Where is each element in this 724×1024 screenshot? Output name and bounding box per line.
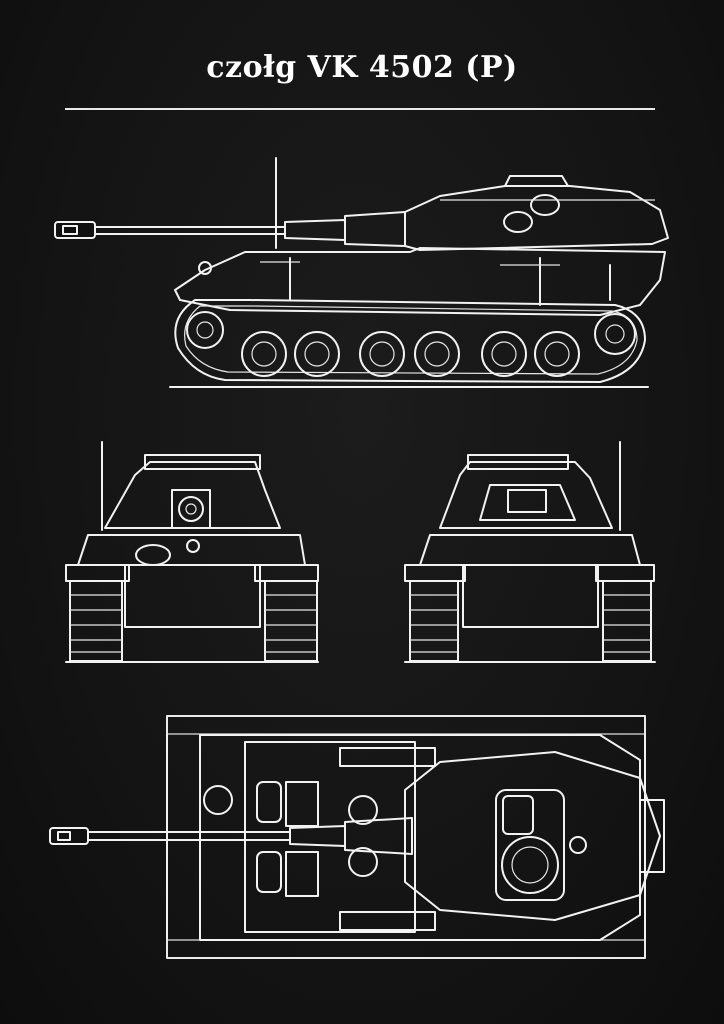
top-turret bbox=[404, 751, 661, 921]
front-fender-left bbox=[65, 564, 130, 582]
top-commander-cupola bbox=[501, 836, 559, 894]
top-grille-lower bbox=[339, 911, 436, 931]
front-turret bbox=[104, 461, 281, 529]
poster-title: czołg VK 4502 (P) bbox=[206, 50, 518, 85]
side-gun bbox=[54, 211, 406, 247]
side-road-wheels bbox=[186, 311, 636, 377]
top-gun bbox=[49, 817, 413, 855]
rear-track-left bbox=[409, 580, 459, 662]
top-grille-upper bbox=[339, 747, 436, 767]
rear-turret bbox=[439, 461, 613, 529]
title-underline bbox=[65, 108, 655, 110]
side-view bbox=[54, 157, 669, 388]
side-track bbox=[174, 299, 646, 383]
front-view bbox=[65, 441, 319, 663]
side-turret bbox=[404, 185, 669, 251]
rear-fender-left bbox=[404, 564, 466, 582]
rear-hull bbox=[419, 534, 641, 566]
top-view bbox=[49, 715, 665, 959]
rear-view bbox=[404, 441, 656, 663]
rear-track-right bbox=[602, 580, 652, 662]
side-hull bbox=[174, 247, 666, 316]
front-track-left bbox=[69, 580, 123, 662]
front-track-right bbox=[264, 580, 318, 662]
rear-fender-right bbox=[595, 564, 655, 582]
front-fender-right bbox=[254, 564, 319, 582]
